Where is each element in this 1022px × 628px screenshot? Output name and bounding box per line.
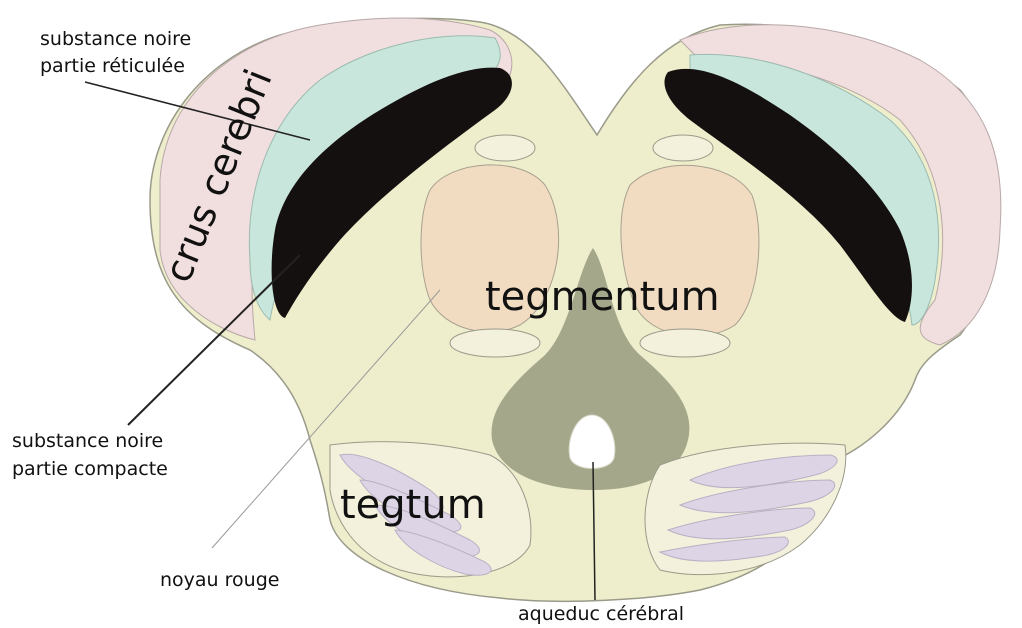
- label-aqueduct: aqueduc cérébral: [518, 603, 684, 625]
- lower-oval-left: [450, 329, 540, 357]
- label-sn-compacta-line1: substance noire: [12, 430, 163, 452]
- label-sn-compacta-line2: partie compacte: [12, 458, 168, 480]
- label-tegmentum: tegmentum: [485, 274, 720, 320]
- lower-oval-right: [640, 329, 730, 357]
- label-sn-reticulata-line1: substance noire: [40, 28, 191, 50]
- small-oval-right: [653, 135, 713, 161]
- label-red-nucleus: noyau rouge: [160, 569, 279, 591]
- small-oval-left: [475, 135, 535, 161]
- label-sn-reticulata-line2: partie réticulée: [40, 55, 185, 77]
- label-tectum: tegtum: [340, 482, 486, 528]
